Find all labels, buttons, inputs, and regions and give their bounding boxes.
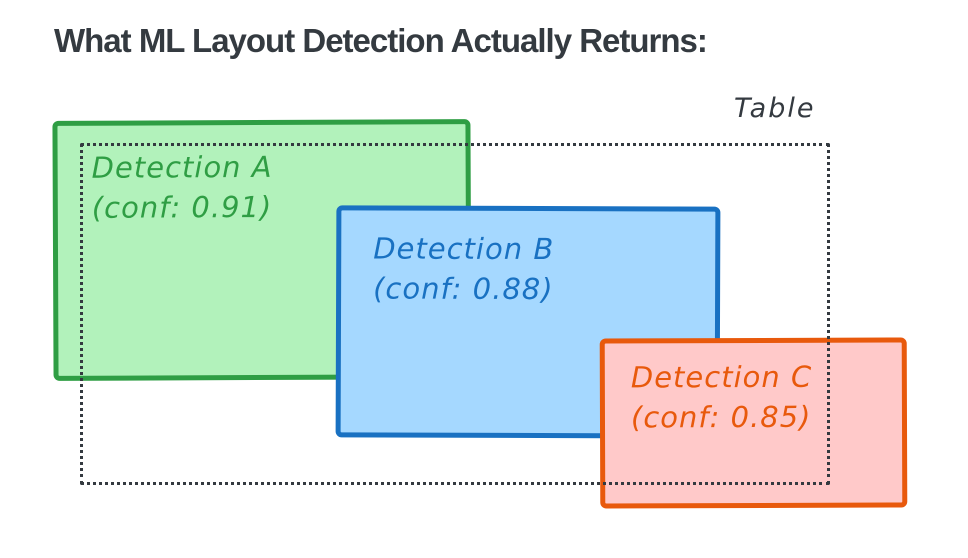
detection-c-confidence: (conf: 0.85) [630, 399, 812, 435]
detection-b-confidence: (conf: 0.88) [373, 271, 554, 307]
detection-c-label: Detection C [630, 359, 813, 395]
detection-box-c: Detection C (conf: 0.85) [599, 337, 908, 509]
detection-b-text: Detection B (conf: 0.88) [341, 210, 715, 309]
ground-truth-label: Table [734, 93, 816, 124]
page-title: What ML Layout Detection Actually Return… [54, 22, 708, 59]
detection-b-label: Detection B [373, 231, 555, 267]
detection-c-text: Detection C (conf: 0.85) [605, 342, 902, 437]
detection-a-label: Detection A [91, 149, 273, 185]
